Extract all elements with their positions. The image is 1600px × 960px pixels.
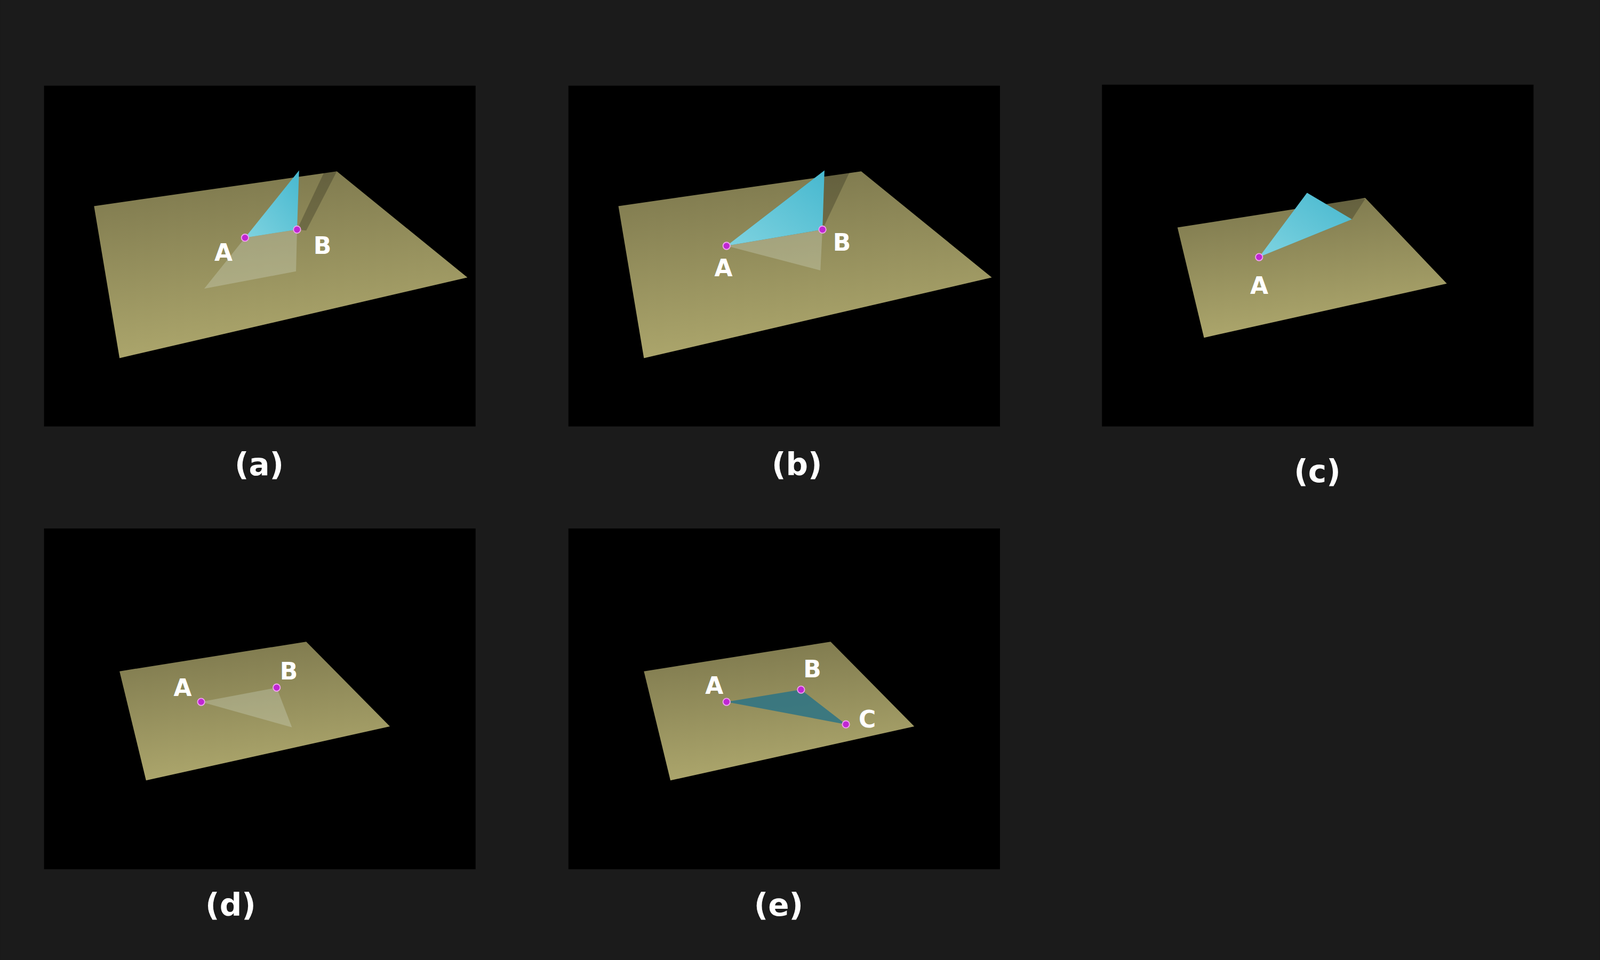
point xyxy=(273,684,280,692)
panel-label: (e) xyxy=(754,889,804,921)
panel-label: (a) xyxy=(234,449,284,480)
shadow xyxy=(726,170,850,246)
triangle xyxy=(726,689,846,725)
triangle xyxy=(1259,193,1352,258)
panel-label: (b) xyxy=(771,449,823,480)
projection-triangle xyxy=(204,229,298,289)
point-label: B xyxy=(833,230,852,255)
point-label: A xyxy=(173,676,192,700)
point xyxy=(241,234,249,242)
panel-label: (c) xyxy=(1293,456,1341,487)
panel xyxy=(568,85,1000,427)
projection-triangle xyxy=(201,687,292,728)
point-label: A xyxy=(714,256,733,280)
point-label: B xyxy=(280,659,299,684)
point-label: A xyxy=(1250,274,1269,298)
point xyxy=(723,698,731,706)
panel xyxy=(44,528,476,870)
point xyxy=(723,242,731,250)
shadow xyxy=(297,171,338,231)
plane xyxy=(119,641,390,781)
panel-label: (d) xyxy=(205,889,256,921)
point xyxy=(797,685,805,693)
point-label: B xyxy=(313,234,332,258)
point-label: A xyxy=(705,674,724,698)
point-label: B xyxy=(803,657,822,682)
panel xyxy=(44,85,476,427)
shadow xyxy=(1259,193,1366,258)
point xyxy=(293,226,301,234)
point xyxy=(818,226,826,234)
point-label: C xyxy=(858,707,876,732)
panel xyxy=(1101,84,1534,427)
point xyxy=(1255,253,1263,261)
triangle xyxy=(726,170,825,246)
plane xyxy=(643,641,915,781)
point xyxy=(842,720,850,728)
point-label: A xyxy=(214,241,233,265)
panel xyxy=(568,528,1000,870)
triangle xyxy=(244,170,299,238)
point xyxy=(197,698,205,706)
